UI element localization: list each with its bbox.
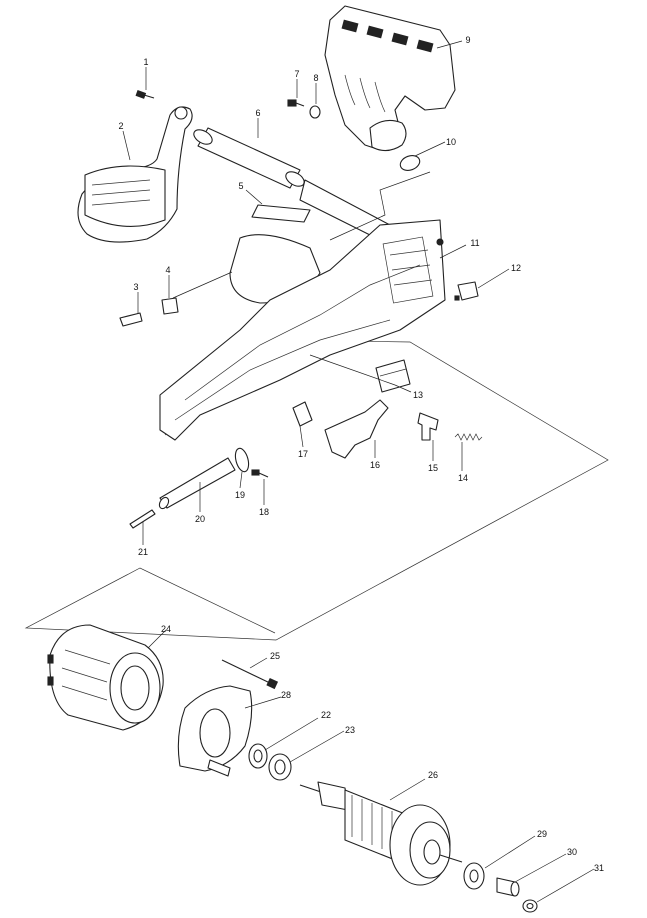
label-part-16: 16 [370,460,380,470]
part-26-armature [299,781,463,886]
label-part-21: 21 [138,547,148,557]
part-12-switch [454,281,479,301]
label-part-8: 8 [313,73,318,83]
part-3-spring-plate [119,312,143,327]
label-part-29: 29 [537,829,547,839]
label-part-31: 31 [594,863,604,873]
label-part-6: 6 [255,108,260,118]
label-part-30: 30 [567,847,577,857]
part-5-label-plate [251,204,311,223]
part-14-spring [454,433,483,441]
part-9-handle-cover [324,5,456,152]
label-part-14: 14 [458,473,468,483]
part-15-lock-button [417,412,439,441]
part-24-field-stator [47,624,164,731]
label-part-18: 18 [259,507,269,517]
label-part-23: 23 [345,725,355,735]
label-part-15: 15 [428,463,438,473]
label-part-5: 5 [238,181,243,191]
part-1-screw [135,90,155,99]
part-13-switch-box [375,359,411,393]
part-22-bearing [248,743,268,769]
label-part-10: 10 [446,137,456,147]
leader-lines [122,40,595,903]
part-4-block [161,297,179,315]
label-part-22: 22 [321,710,331,720]
label-part-2: 2 [118,121,123,131]
part-18-screw [251,469,269,478]
part-10-cap [399,155,421,171]
label-part-20: 20 [195,514,205,524]
part-8-washer [309,105,321,119]
part-31-nut [522,899,538,913]
part-19-cord-clamp [234,447,250,473]
label-part-12: 12 [511,263,521,273]
upper-assembly-boundary [24,339,609,641]
part-2-front-handle [77,106,193,243]
part-7-screw [287,99,305,107]
part-21-cord [129,509,156,529]
part-labels: 1 2 3 4 5 6 7 8 9 10 11 12 13 14 15 16 1… [118,35,604,873]
label-part-9: 9 [465,35,470,45]
label-part-7: 7 [294,69,299,79]
label-part-11: 11 [470,238,479,248]
part-20-cord-guard [158,457,236,510]
part-16-trigger [324,399,389,459]
label-part-4: 4 [165,265,170,275]
part-29-bearing [463,862,485,890]
part-30-pinion [496,877,520,897]
part-17-clamp [292,401,313,427]
part-28-baffle-plate [177,685,253,777]
part-23-ring [268,753,292,781]
label-part-26: 26 [428,770,438,780]
label-part-24: 24 [161,624,171,634]
label-part-17: 17 [298,449,308,459]
label-part-1: 1 [143,57,148,67]
part-25-long-screw [221,659,279,690]
part-6-tube [193,127,305,189]
label-part-25: 25 [270,651,280,661]
label-part-28: 28 [281,690,291,700]
label-part-19: 19 [235,490,245,500]
label-part-13: 13 [413,390,423,400]
part-11-main-housing [159,179,446,441]
label-part-3: 3 [133,282,138,292]
